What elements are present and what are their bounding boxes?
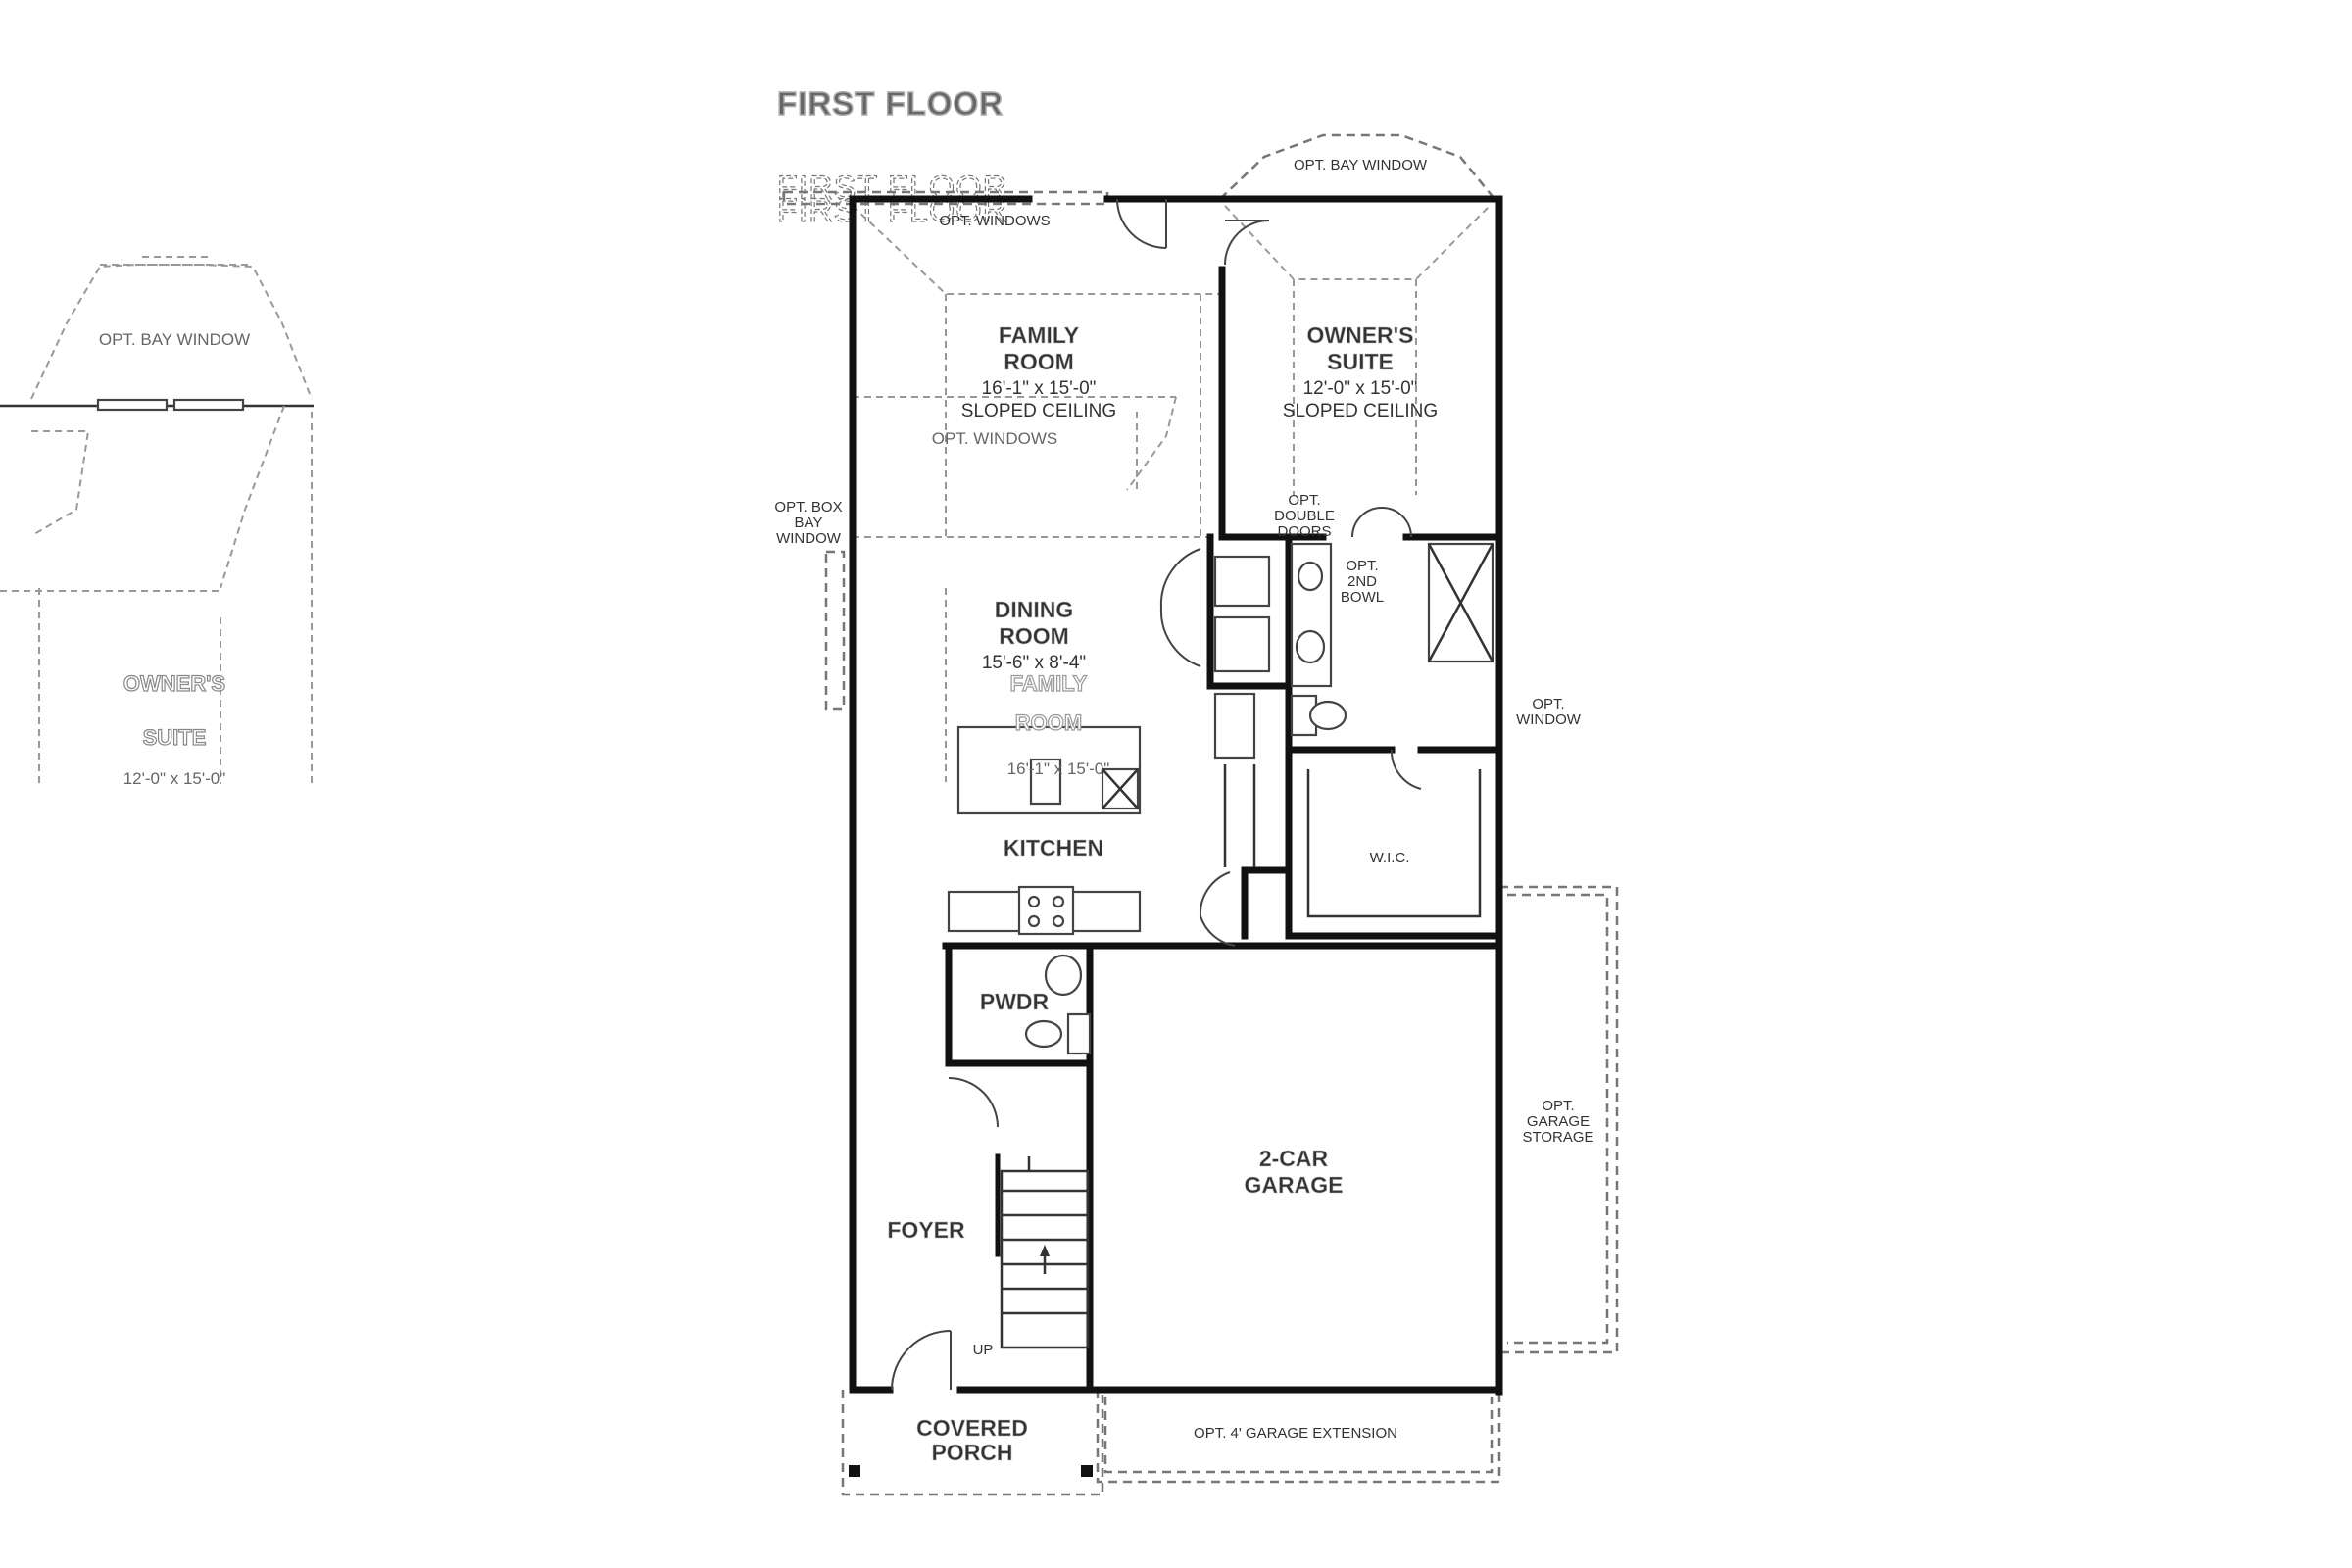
opt-double-doors-2: DOUBLE bbox=[1274, 508, 1335, 524]
overlay-family-name-2: ROOM bbox=[1015, 710, 1082, 735]
opt-box-bay-window-1: OPT. BOX bbox=[774, 499, 842, 515]
opt-2nd-bowl-3: BOWL bbox=[1341, 589, 1384, 606]
optional-elements bbox=[782, 133, 1619, 1496]
opt-garage-storage-2: GARAGE bbox=[1527, 1113, 1590, 1130]
overlay-family-name-1: FAMILY bbox=[1010, 671, 1088, 696]
opt-garage-extension-label: OPT. 4' GARAGE EXTENSION bbox=[1194, 1425, 1397, 1442]
dining-room-name-1: DINING bbox=[995, 597, 1074, 622]
porch-name-1: COVERED bbox=[916, 1415, 1028, 1441]
opt-bay-window-label: OPT. BAY WINDOW bbox=[1294, 157, 1428, 173]
opt-box-bay-window-2: BAY bbox=[795, 514, 823, 531]
family-room-name-1: FAMILY bbox=[999, 322, 1079, 348]
walls bbox=[849, 195, 1503, 1477]
inset-owners-suite: OPT. BAY WINDOW OWNER'S SUITE 12'-0" x 1… bbox=[0, 256, 314, 788]
garage-name-2: GARAGE bbox=[1245, 1172, 1344, 1198]
owners-suite-dims: 12'-0" x 15'-0" bbox=[1303, 378, 1418, 399]
inset-bay-window-label: OPT. BAY WINDOW bbox=[99, 330, 250, 349]
inset-suite-name-2: SUITE bbox=[143, 725, 207, 750]
opt-2nd-bowl-2: 2ND bbox=[1348, 573, 1377, 590]
family-room-name-2: ROOM bbox=[1004, 349, 1074, 374]
dining-room-name-2: ROOM bbox=[999, 623, 1069, 649]
family-room-ceiling: SLOPED CEILING bbox=[961, 401, 1116, 421]
wic-name: W.I.C. bbox=[1370, 850, 1410, 866]
owners-suite-name-2: SUITE bbox=[1327, 349, 1394, 374]
fixtures bbox=[947, 542, 1494, 1055]
opt-double-doors-3: DOORS bbox=[1277, 523, 1331, 540]
opt-box-bay-window-3: WINDOW bbox=[776, 530, 842, 547]
owners-suite-name-1: OWNER'S bbox=[1307, 322, 1414, 348]
inset-suite-dims: 12'-0" x 15'-0" bbox=[123, 769, 226, 788]
opt-2nd-bowl-1: OPT. bbox=[1346, 558, 1378, 574]
stair-up-label: UP bbox=[973, 1342, 994, 1358]
stair: UP bbox=[973, 1153, 1090, 1358]
foyer-name: FOYER bbox=[887, 1217, 965, 1243]
garage-name-1: 2-CAR bbox=[1259, 1146, 1329, 1171]
opt-double-doors-1: OPT. bbox=[1288, 492, 1320, 509]
overlay-family-room: FAMILY ROOM 16'-1" x 15'-0" OPT. WINDOWS bbox=[932, 429, 1110, 778]
kitchen-name: KITCHEN bbox=[1004, 835, 1103, 860]
opt-window-1: OPT. bbox=[1532, 696, 1564, 712]
overlay-opt-windows: OPT. WINDOWS bbox=[932, 429, 1057, 448]
room-labels: FAMILY ROOM 16'-1" x 15'-0" SLOPED CEILI… bbox=[887, 322, 1438, 1466]
pwdr-name: PWDR bbox=[980, 989, 1050, 1014]
opt-window-2: WINDOW bbox=[1516, 711, 1582, 728]
doors bbox=[891, 198, 1422, 1391]
plan-title: FIRST FLOOR bbox=[777, 85, 1004, 122]
opt-garage-storage-3: STORAGE bbox=[1522, 1129, 1593, 1146]
overlay-family-dims: 16'-1" x 15'-0" bbox=[1007, 760, 1110, 778]
option-notes: OPT. BAY WINDOW OPT. WINDOWS OPT. BOX BA… bbox=[774, 157, 1593, 1442]
inset-suite-name-1: OWNER'S bbox=[123, 671, 225, 696]
owners-suite-ceiling: SLOPED CEILING bbox=[1283, 401, 1438, 421]
porch-name-2: PORCH bbox=[931, 1440, 1012, 1465]
dining-room-dims: 15'-6" x 8'-4" bbox=[982, 653, 1086, 673]
opt-windows-label: OPT. WINDOWS bbox=[939, 213, 1050, 229]
family-room-dims: 16'-1" x 15'-0" bbox=[982, 378, 1097, 399]
opt-garage-storage-1: OPT. bbox=[1542, 1098, 1574, 1114]
